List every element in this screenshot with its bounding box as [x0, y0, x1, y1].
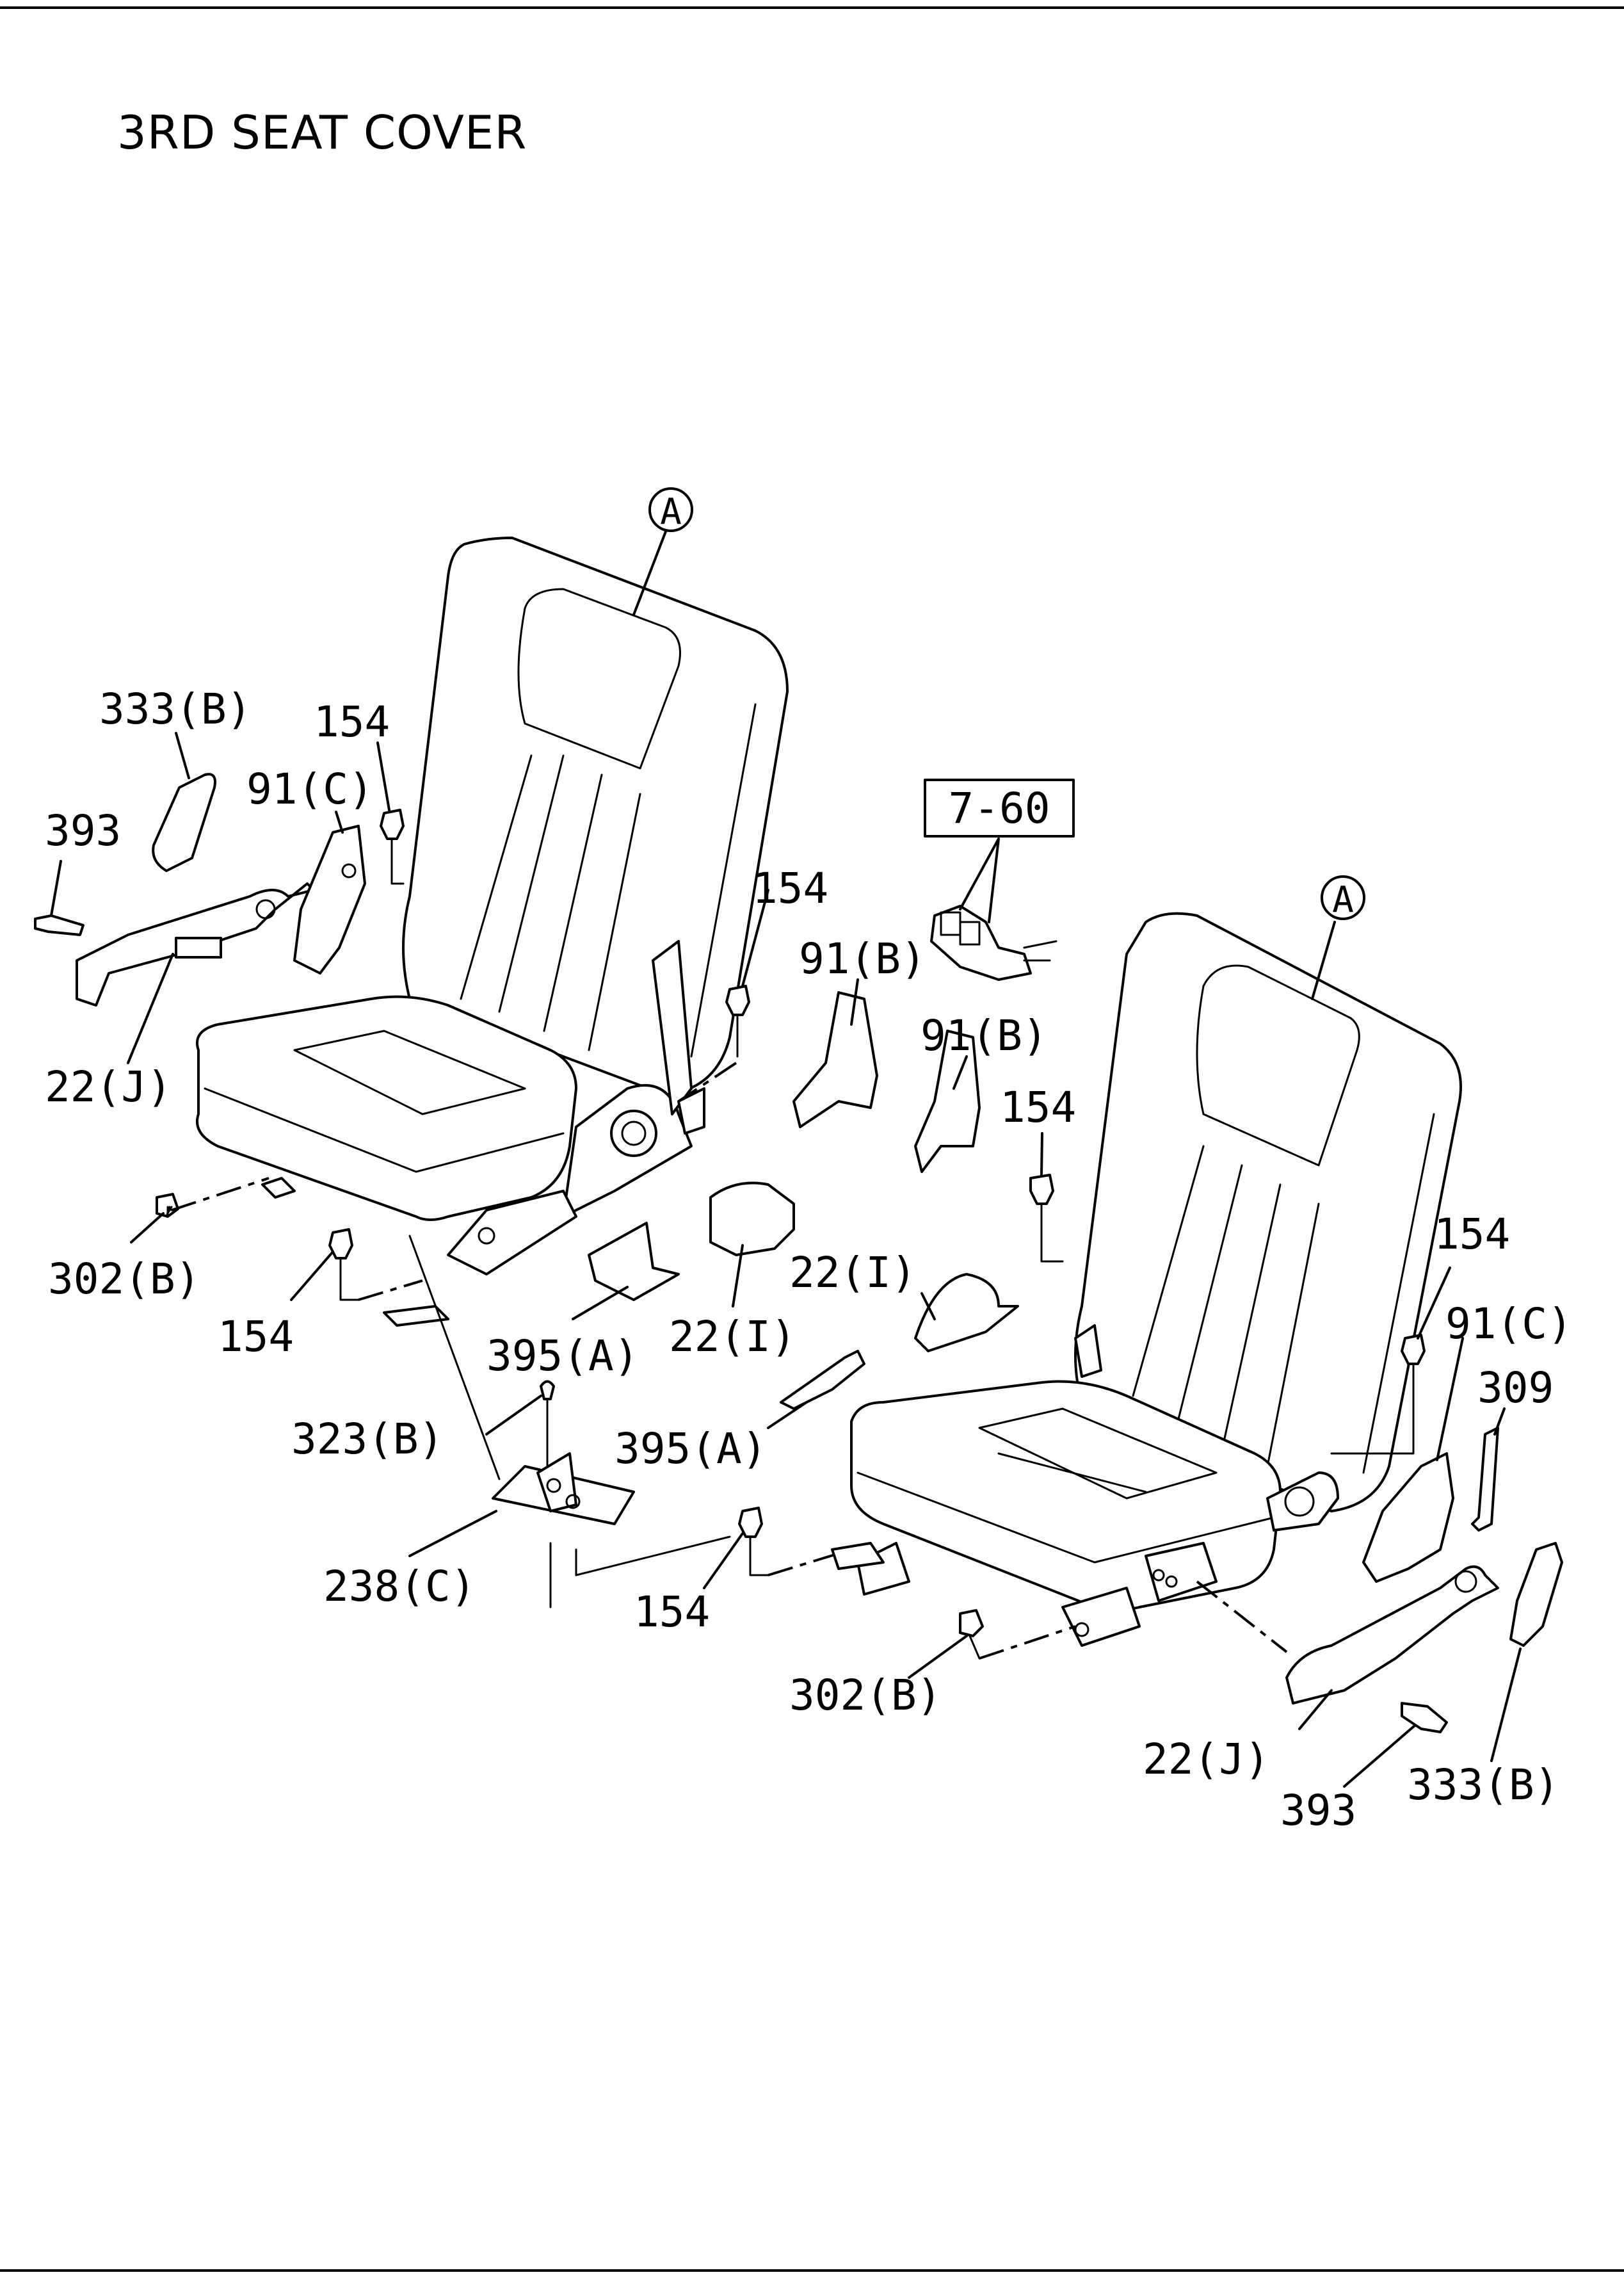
leader-lines: [50, 530, 1522, 1788]
label-154-d: 154: [1000, 1083, 1076, 1132]
label-395a-left: 395(A): [486, 1331, 639, 1380]
right-seat-panel: [1145, 1542, 1218, 1602]
callout-a-right-text: A: [1332, 879, 1354, 921]
part-91c-left: [293, 825, 366, 975]
label-91b-b: 91(B): [921, 1011, 1048, 1060]
label-154-c: 154: [218, 1312, 294, 1361]
part-309: [1471, 1427, 1499, 1532]
part-22i-left: [709, 1181, 795, 1256]
bolt-154-a: [380, 809, 405, 840]
label-154-a: 154: [314, 697, 390, 747]
center-bracket: [408, 1235, 731, 1608]
bolt-154-b: [725, 985, 750, 1016]
part-labels: 333(B) 154 91(C) 393 22(J) 302(B) 154 39…: [45, 684, 1573, 1835]
bolt-154-d: [1029, 1174, 1054, 1205]
callout-a-right: [1321, 875, 1365, 920]
label-154-e: 154: [634, 1587, 710, 1637]
bolt-154-f: [1401, 1334, 1426, 1365]
callout-a-left: [648, 487, 693, 532]
right-seat: [850, 912, 1462, 1647]
left-seat: [196, 537, 789, 1275]
bolt-154-e: [738, 1507, 763, 1538]
bolt-393-right: [1401, 1702, 1448, 1733]
part-22j-right: [1285, 1565, 1499, 1704]
label-302b-left: 302(B): [48, 1254, 200, 1304]
part-333b-right: [1509, 1542, 1563, 1647]
label-22i-left: 22(I): [669, 1312, 796, 1361]
part-395a-right: [780, 1350, 865, 1410]
buckle-assembly: [924, 779, 1075, 981]
label-91c-right: 91(C): [1445, 1299, 1573, 1348]
ref-box: [924, 779, 1075, 838]
ref-box-text: 7-60: [949, 784, 1050, 833]
bolt-393-left: [34, 914, 84, 936]
part-91c-right: [1362, 1452, 1454, 1583]
label-91b-a: 91(B): [799, 934, 926, 984]
label-302b-right: 302(B): [789, 1671, 942, 1720]
part-333b-left: [152, 773, 216, 872]
bolt-154-c: [328, 1228, 353, 1259]
nut-302b-right: [959, 1609, 984, 1637]
label-333b-right: 333(B): [1407, 1760, 1559, 1809]
label-22j-left: 22(J): [45, 1062, 172, 1112]
screw-323b: [540, 1380, 555, 1400]
label-393-right: 393: [1280, 1786, 1356, 1835]
label-395a-right: 395(A): [615, 1424, 767, 1473]
label-91c-left: 91(C): [246, 765, 374, 814]
label-154-f: 154: [1434, 1210, 1510, 1259]
label-393-left: 393: [45, 806, 121, 855]
part-395a-left: [588, 1222, 680, 1301]
part-22i-right: [914, 1273, 1019, 1352]
label-154-b: 154: [752, 864, 828, 913]
part-91b-a: [792, 991, 878, 1128]
label-238c: 238(C): [323, 1562, 476, 1611]
diagram-title: 3RD SEAT COVER: [117, 106, 527, 159]
callout-a-left-text: A: [660, 491, 682, 533]
label-333b-left: 333(B): [99, 684, 252, 734]
left-side-parts: [34, 773, 878, 1327]
label-323b: 323(B): [291, 1414, 444, 1464]
label-309: 309: [1477, 1363, 1554, 1413]
label-22i-right: 22(I): [789, 1248, 917, 1297]
label-22j-right: 22(J): [1143, 1735, 1270, 1784]
